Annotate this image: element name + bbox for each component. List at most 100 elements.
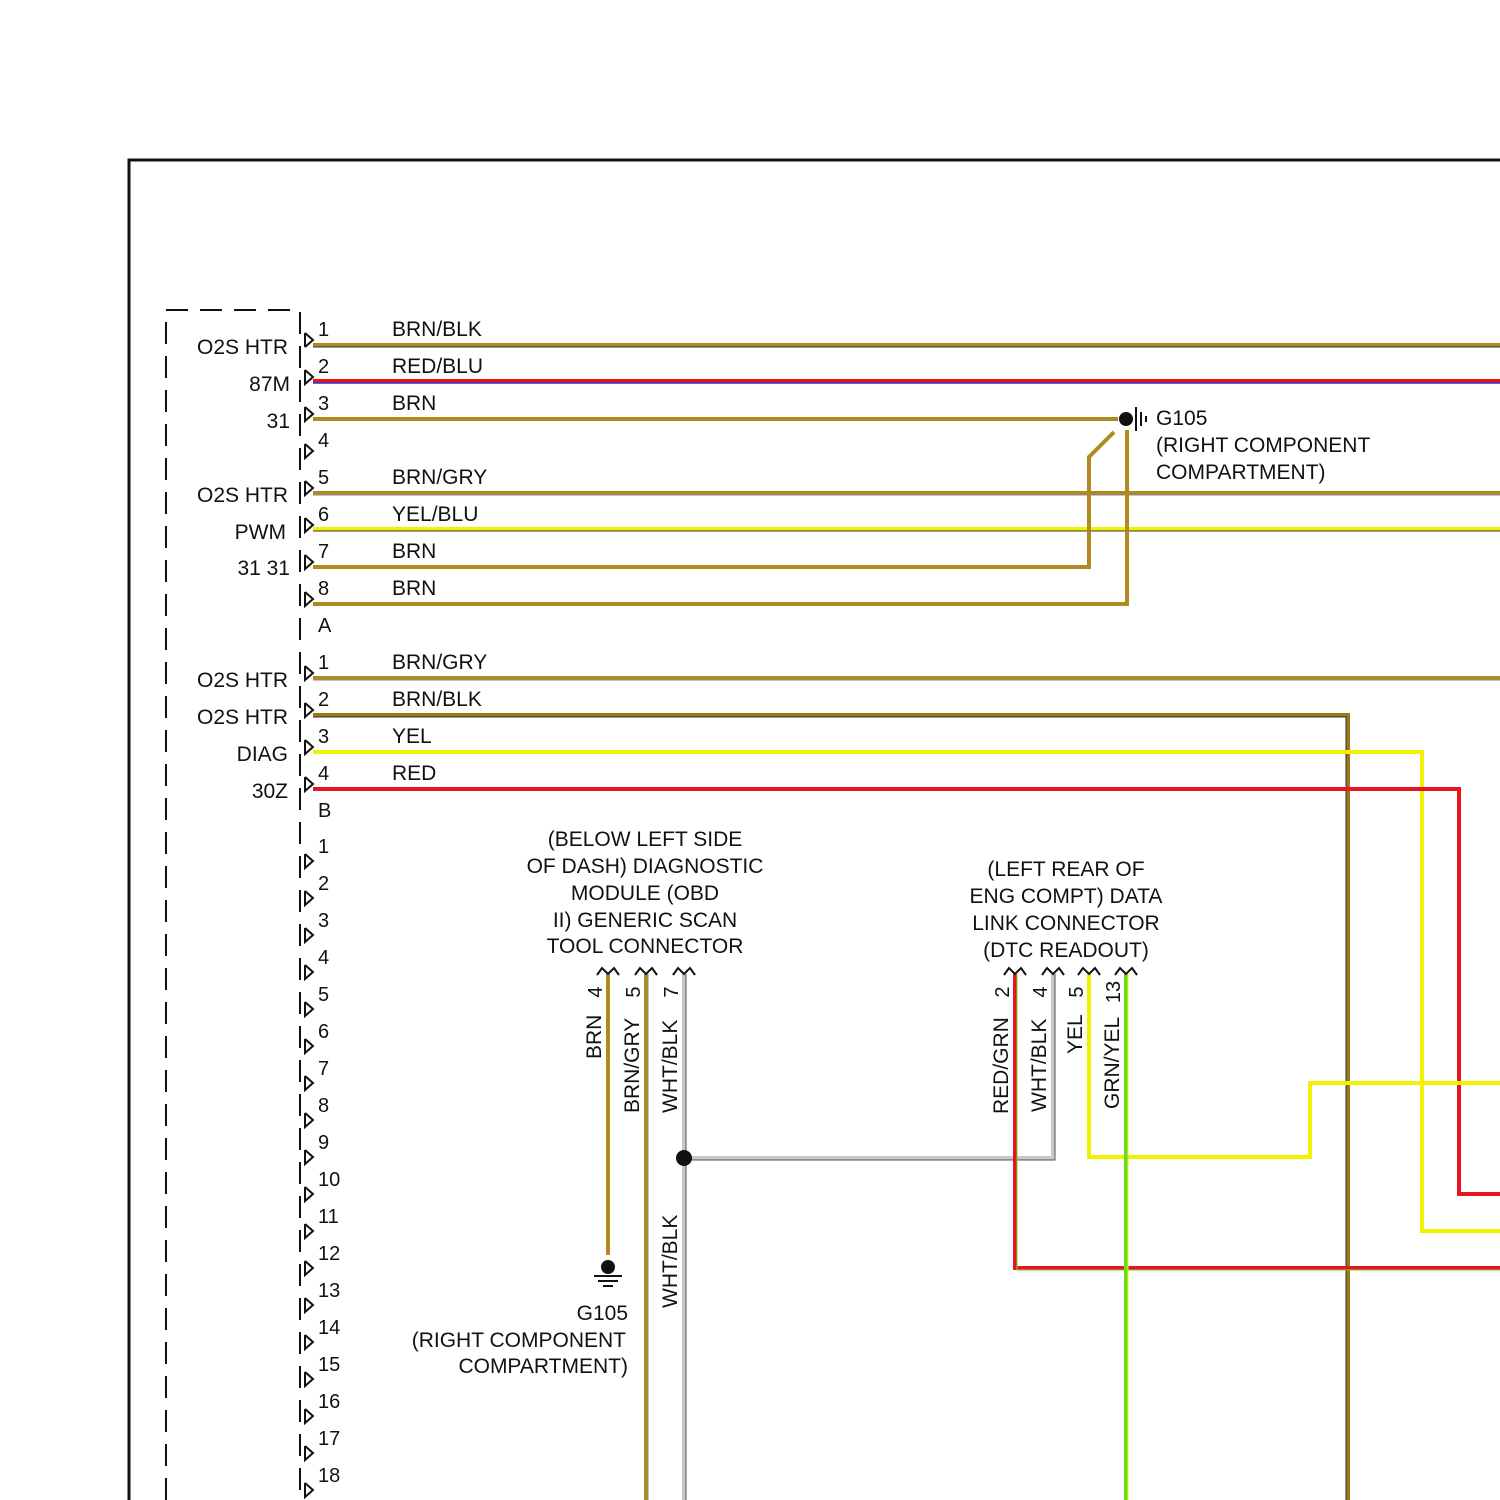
connector-letter: B	[318, 800, 331, 822]
pin-number: 4	[318, 947, 329, 969]
pin-number: 2	[992, 986, 1014, 997]
pin-terminal	[305, 1335, 313, 1349]
pin-function-label: O2S HTR	[197, 484, 288, 507]
pin-number: 1	[318, 836, 329, 858]
ground-location: (RIGHT COMPONENT	[412, 1329, 626, 1352]
wire-b2	[313, 715, 1348, 1500]
splice-dot	[676, 1150, 692, 1166]
pin-number: 6	[318, 1021, 329, 1043]
pin-number: 9	[318, 1132, 329, 1154]
pin-number: 13	[1103, 981, 1125, 1003]
ground-g105-top-label: G105 (RIGHT COMPONENT COMPARTMENT)	[1156, 407, 1370, 484]
wire-color-label: WHT/BLK	[659, 1020, 682, 1113]
pin-function-label: O2S HTR	[197, 336, 288, 359]
pin-number: 7	[318, 1058, 329, 1080]
wire-color-label: YEL	[1064, 1014, 1087, 1054]
pin-number: 3	[318, 393, 329, 415]
pin-number: 12	[318, 1243, 340, 1265]
pin-number: 8	[318, 578, 329, 600]
pin-terminal	[305, 1113, 313, 1127]
connector-title-line: II) GENERIC SCAN	[553, 909, 737, 932]
ground-g105-bottom-label: G105 (RIGHT COMPONENT COMPARTMENT)	[412, 1302, 628, 1378]
pin-number: 7	[318, 541, 329, 563]
pin-number: 17	[318, 1428, 340, 1450]
wire-color-label: BRN	[392, 540, 436, 563]
pin-function-label: 31	[267, 410, 290, 433]
pin-number: 14	[318, 1317, 340, 1339]
connector-title-line: LINK CONNECTOR	[972, 912, 1159, 935]
pin-number: 10	[318, 1169, 340, 1191]
wire-color-label: WHT/BLK	[1028, 1019, 1051, 1112]
pin-function-label: 30Z	[252, 780, 288, 803]
dlc-terminals	[1004, 968, 1137, 975]
ground-g105-bottom	[594, 1260, 622, 1286]
wire-color-label: RED	[392, 762, 436, 785]
dlc-wire-pin5	[1089, 974, 1500, 1157]
ground-name: G105	[1156, 407, 1207, 430]
pin-number: 8	[318, 1095, 329, 1117]
connector-b-terminals	[305, 666, 313, 791]
pin-function-label: 31 31	[237, 557, 290, 580]
wire-color-label: BRN/BLK	[392, 318, 482, 341]
pin-terminal	[305, 891, 313, 905]
pin-number: 4	[585, 986, 607, 997]
pin-terminal	[305, 928, 313, 942]
pin-function-label: DIAG	[237, 743, 288, 766]
pin-terminal	[305, 1039, 313, 1053]
connector-title-line: MODULE (OBD	[571, 882, 719, 905]
pin-number: 7	[661, 986, 683, 997]
wire-color-label: RED/GRN	[990, 1017, 1013, 1114]
dlc-wires	[1015, 974, 1500, 1500]
pin-function-label: 87M	[249, 373, 290, 396]
splice-dot	[601, 1260, 615, 1274]
pin-terminal	[305, 1002, 313, 1016]
pin-terminal	[305, 1261, 313, 1275]
pin-number: 3	[318, 910, 329, 932]
connector-letter: A	[318, 615, 332, 637]
pin-number: 4	[318, 430, 329, 452]
connector-title-line: ENG COMPT) DATA	[970, 885, 1163, 908]
wire-color-label: BRN/GRY	[621, 1018, 644, 1113]
pin-terminal	[305, 1483, 313, 1497]
wire-b4	[313, 789, 1500, 1194]
pin-number: 5	[318, 467, 329, 489]
wire-color-label: BRN/GRY	[392, 651, 487, 674]
pin-number: 5	[623, 986, 645, 997]
wire-color-label: BRN/BLK	[392, 688, 482, 711]
pin-number: 4	[318, 763, 329, 785]
pin-number: 4	[1030, 986, 1052, 997]
wire-color-label: YEL	[392, 725, 432, 748]
pin-number: 3	[318, 726, 329, 748]
wire-color-label: RED/BLU	[392, 355, 483, 378]
dlc-connector-label: (LEFT REAR OF ENG COMPT) DATA LINK CONNE…	[970, 858, 1163, 1114]
connector-a-labels: O2S HTR 87M 31 O2S HTR PWM 31 31 1 2 3 4…	[197, 318, 487, 637]
pin-terminal	[305, 1298, 313, 1312]
pin-function-label: O2S HTR	[197, 706, 288, 729]
pin-number: 13	[318, 1280, 340, 1302]
connector-title-line: (LEFT REAR OF	[987, 858, 1144, 881]
pin-terminal	[305, 1372, 313, 1386]
connector-c-terminals	[305, 854, 313, 1497]
pin-number: 1	[318, 652, 329, 674]
ground-location: (RIGHT COMPONENT	[1156, 434, 1370, 457]
splice-dot	[1119, 412, 1133, 426]
pin-terminal	[305, 1150, 313, 1164]
pin-number: 18	[318, 1465, 340, 1487]
connector-title-line: (DTC READOUT)	[983, 939, 1149, 962]
wire-color-label: BRN	[583, 1015, 606, 1059]
wire-color-label: BRN	[392, 392, 436, 415]
pin-function-label: PWM	[235, 521, 286, 544]
ground-location: COMPARTMENT)	[1156, 461, 1326, 484]
pin-function-label: O2S HTR	[197, 669, 288, 692]
wire-color-label: BRN	[392, 577, 436, 600]
pin-number: 2	[318, 873, 329, 895]
connector-title-line: OF DASH) DIAGNOSTIC	[527, 855, 764, 878]
pin-terminal	[305, 1446, 313, 1460]
pin-terminal	[305, 1224, 313, 1238]
pin-terminal	[305, 965, 313, 979]
pin-number: 6	[318, 504, 329, 526]
ground-location: COMPARTMENT)	[458, 1355, 628, 1378]
connector-a-terminals	[305, 333, 313, 606]
